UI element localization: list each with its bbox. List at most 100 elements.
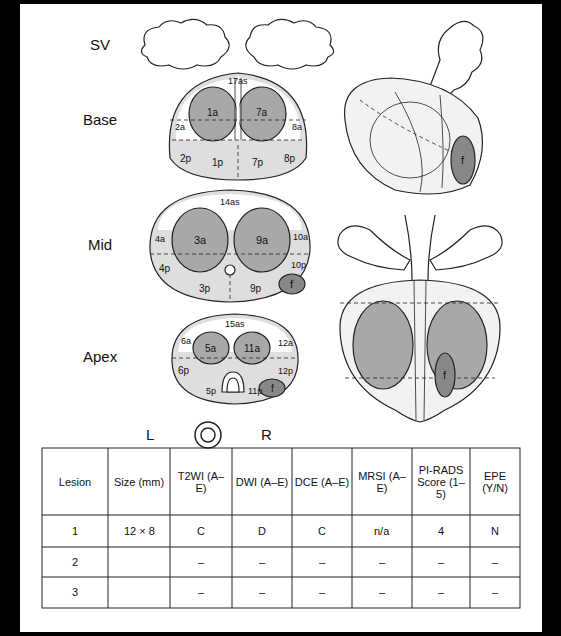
mid-slice-part [230,274,231,300]
sector-label: 6a [181,337,191,347]
table-cell: Size (mm) [111,476,167,488]
sector-label: 7p [252,157,263,168]
table-grid-part [170,448,171,608]
sector-label: 15as [225,320,245,330]
sector-label: 4a [155,235,165,245]
base-slice-part [169,73,306,180]
sector-label: 14as [220,198,240,208]
sector-label: 12a [278,339,293,349]
coronal-view-part [353,301,413,389]
base-slice-part [189,87,237,141]
coronal-view-part [435,353,455,397]
side-label: R [261,427,272,444]
lesion-marker: f [461,154,464,166]
apex-slice [172,314,298,404]
sector-label: 7a [256,107,267,118]
table-cell: T2WI (A–E) [173,470,229,494]
level-label: Mid [88,237,112,254]
mid-slice-part [279,274,305,294]
table-cell: DCE (A–E) [294,476,350,488]
mid-slice-part [172,208,228,272]
sector-label: 10p [291,261,306,271]
table-grid-part [42,515,520,516]
sector-label: 5a [205,343,216,354]
sector-label: 17as [228,77,248,87]
sagittal-view-part [395,92,422,192]
table-cell: MRSI (A–E) [354,470,410,494]
sector-label: 4p [159,263,170,274]
sector-label: 9a [256,234,268,246]
table-grid-part [470,448,471,608]
orientation-symbol-part [195,422,221,448]
table-cell: – [198,556,204,568]
apex-slice-part [222,372,244,392]
base-slice-part [235,78,236,140]
sector-label: 6p [178,365,189,376]
table-cell: PI-RADS Score (1–5) [414,464,468,500]
base-slice-part [172,140,304,141]
coronal-view-part [345,378,495,379]
sector-label: 3a [194,234,206,246]
level-label: Apex [83,349,117,366]
table-cell: – [259,586,265,598]
table-cell: 12 × 8 [124,525,155,537]
base-slice-part [238,87,286,141]
table-cell: DWI (A–E) [234,476,290,488]
orientation-symbol [195,422,221,448]
table-cell: 1 [72,525,78,537]
lesion-marker: f [290,278,293,290]
coronal-view [338,215,502,422]
table-cell: – [319,556,325,568]
sagittal-view-part [370,102,450,178]
table-grid-part [42,547,520,548]
table-cell: – [492,556,498,568]
sector-label: 11a [244,343,260,354]
table-grid-part [412,448,413,608]
table-cell: D [258,525,266,537]
sagittal-view-part [345,78,483,194]
table-grid [42,448,520,608]
table-cell: C [197,525,205,537]
table-cell: C [318,525,326,537]
coronal-view-part [405,215,435,280]
table-cell: – [379,556,385,568]
sector-label: 1a [207,107,218,118]
apex-slice-part [227,378,239,392]
apex-slice-part [259,379,285,397]
sector-label: 11p [248,387,262,397]
table-grid-part [42,448,520,608]
sagittal-view-part [440,95,443,188]
coronal-view-part [414,280,426,420]
lesion-marker: f [271,383,274,394]
apex-slice-part [193,332,229,364]
apex-slice-part [172,314,298,404]
table-cell: – [198,586,204,598]
seminal-vesicles-part [246,19,334,69]
mid-slice-part [225,265,235,275]
table-cell: n/a [374,525,389,537]
level-label: Base [83,112,117,129]
table-grid-part [352,448,353,608]
apex-slice-part [172,358,298,359]
table-cell: – [259,556,265,568]
mid-slice-part [150,254,310,255]
orientation-symbol-part [201,428,215,442]
sagittal-view-part [451,136,475,184]
table-cell: EPE (Y/N) [472,470,518,494]
coronal-view-part [340,280,500,422]
table-cell: – [319,586,325,598]
sector-label: 2a [175,123,185,133]
sector-label: 9p [250,283,261,294]
table-cell: 4 [438,525,444,537]
table-cell: Lesion [45,476,105,488]
base-slice-part [170,120,306,121]
level-label: SV [90,37,110,54]
coronal-view-part [340,303,500,304]
lesion-marker: f [443,369,446,381]
base-slice-part [241,78,242,140]
apex-slice-part [234,332,270,364]
seminal-vesicles-part [141,19,229,69]
mid-slice-part [150,190,310,302]
table-grid-part [232,448,233,608]
